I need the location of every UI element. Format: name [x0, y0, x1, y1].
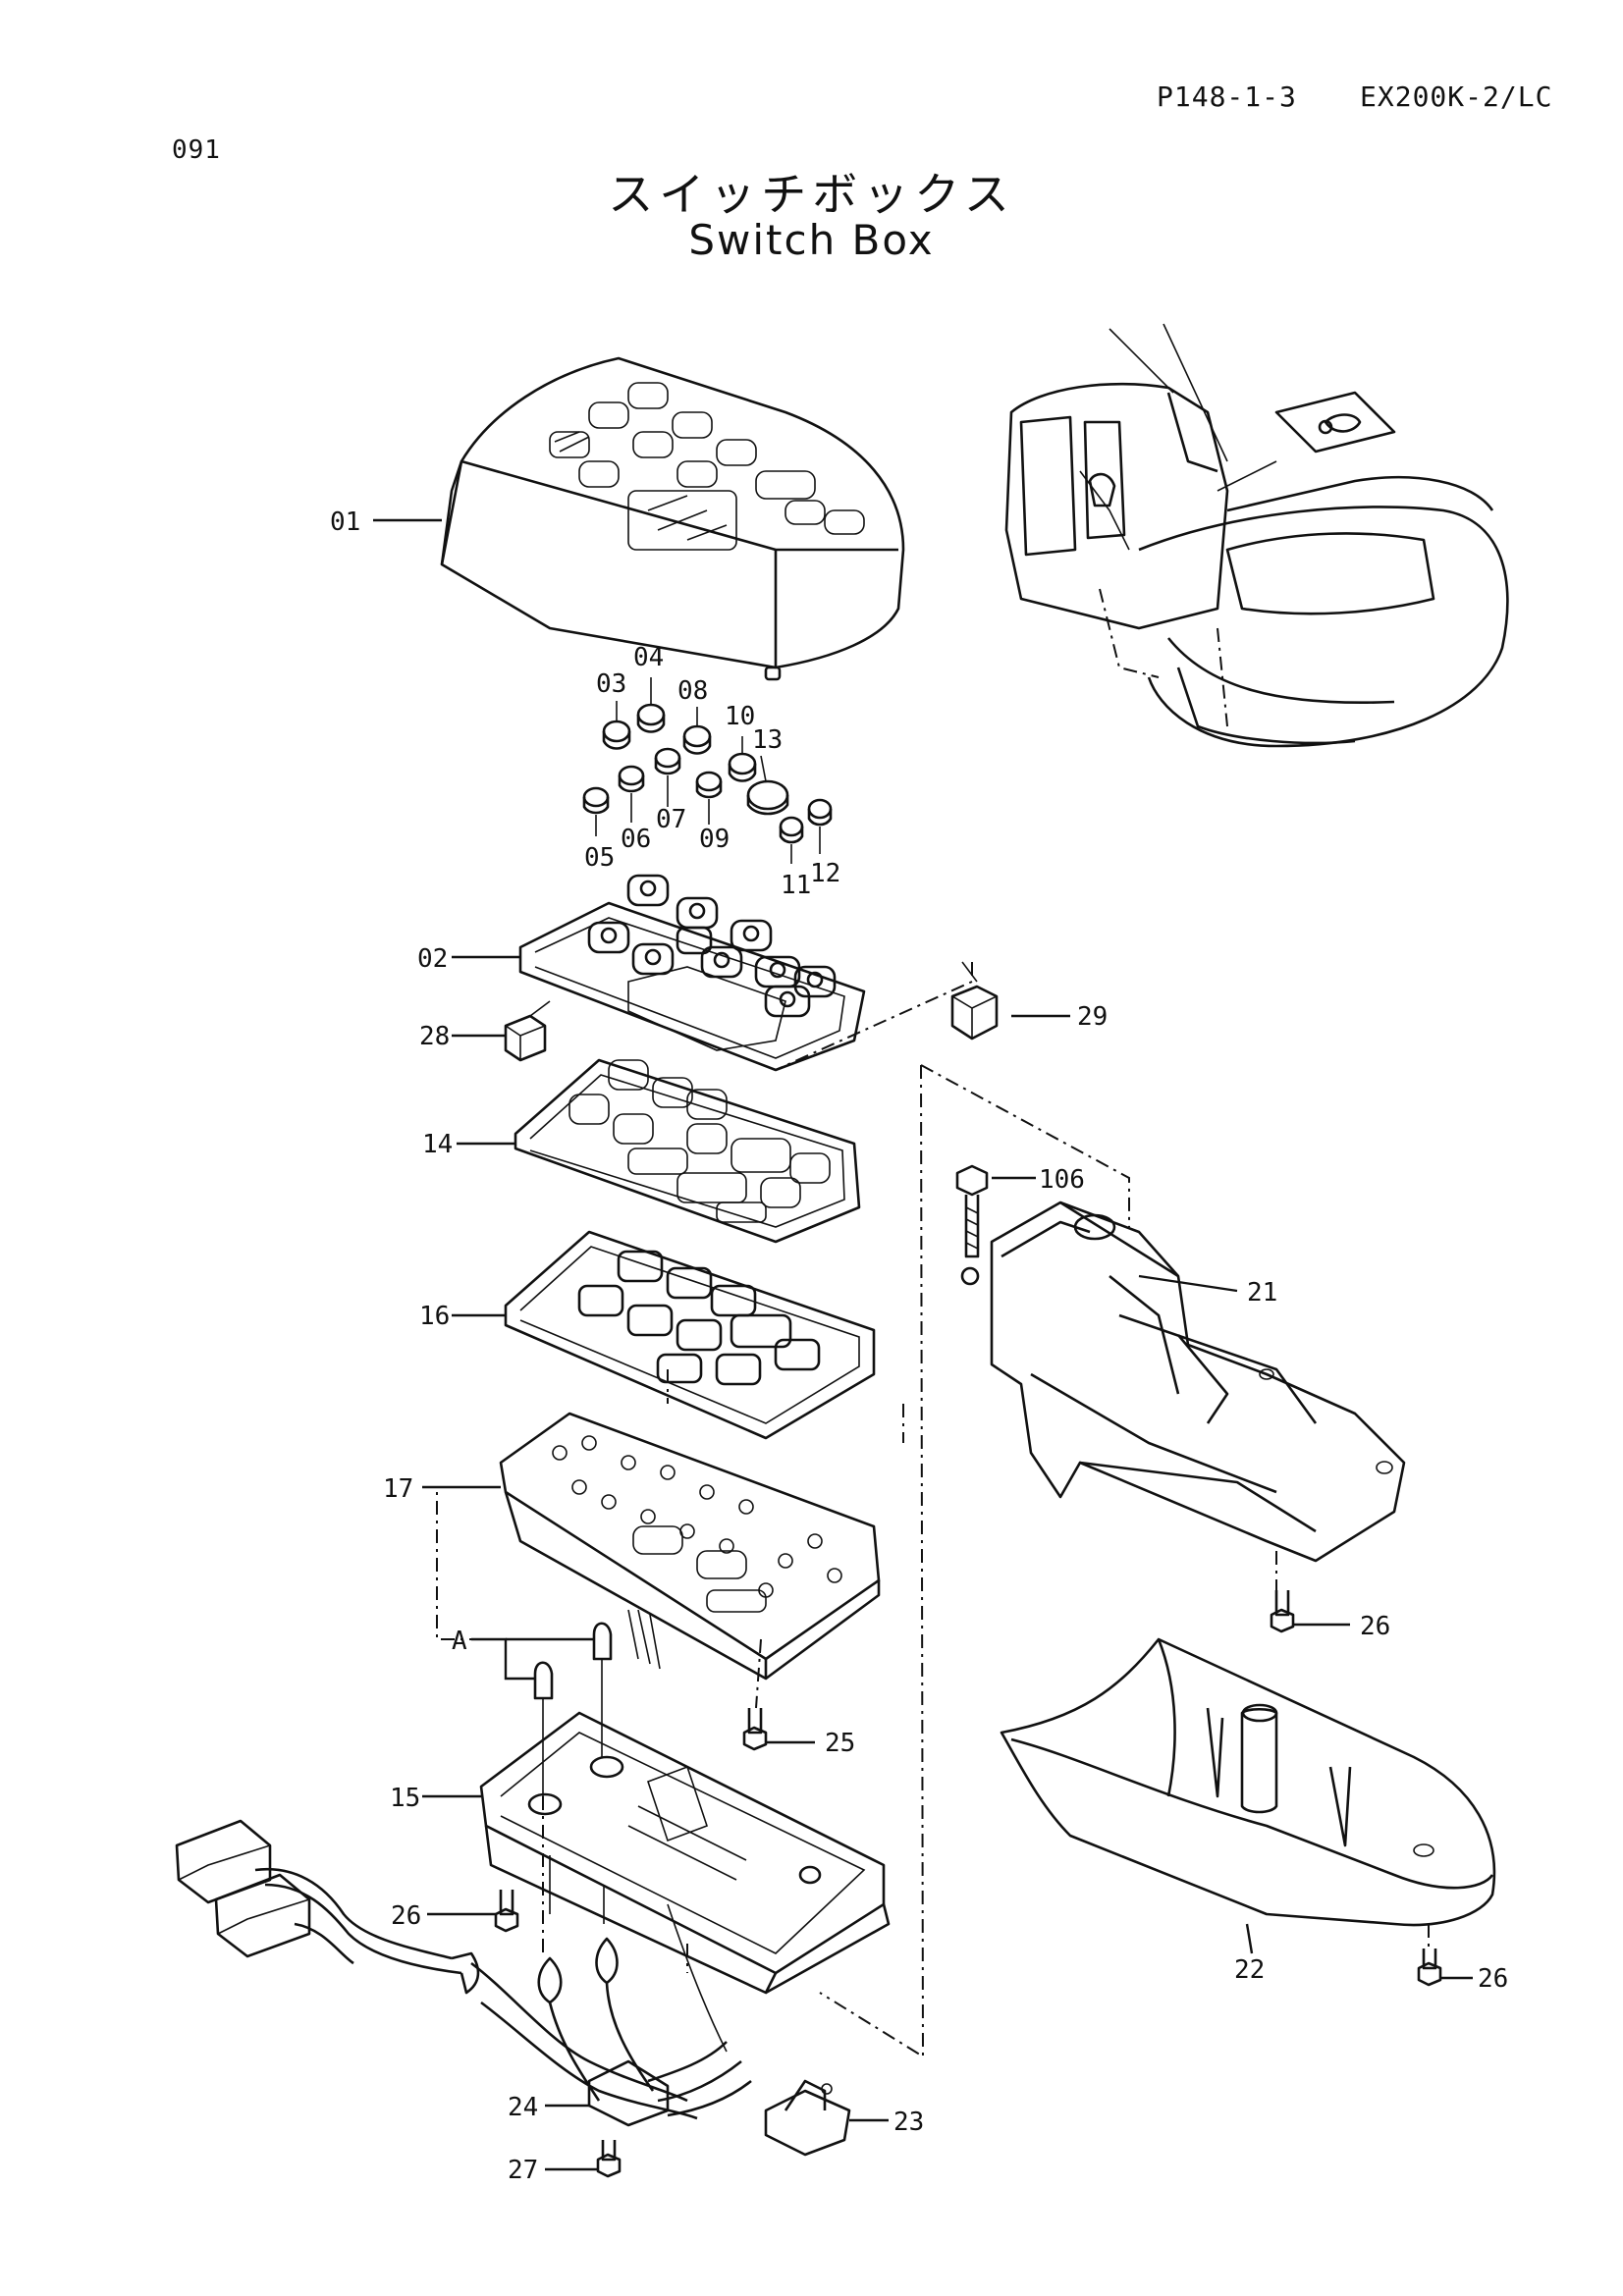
- model-name: EX200K-2/LC: [1360, 80, 1553, 113]
- page-number: 091: [172, 135, 221, 165]
- callout-08: 08: [677, 676, 708, 706]
- callout-21: 21: [1247, 1278, 1277, 1308]
- part-28-cap: [504, 1000, 551, 1062]
- callout-106: 106: [1039, 1165, 1085, 1195]
- part-21-bracket: [960, 1201, 1406, 1563]
- screw-26-left: [494, 1890, 519, 1933]
- callout-a: A: [452, 1627, 467, 1656]
- callout-17: 17: [383, 1474, 413, 1504]
- callout-23: 23: [893, 2108, 924, 2137]
- callout-26-bracket: 26: [1360, 1612, 1390, 1641]
- callout-29: 29: [1077, 1002, 1108, 1032]
- bulbs-a: [533, 1622, 613, 1796]
- screw-26-cover: [1417, 1949, 1442, 1987]
- callout-15: 15: [390, 1784, 420, 1813]
- switch-knobs-group: [582, 677, 833, 864]
- callout-05: 05: [584, 843, 615, 873]
- part-23-grommet: [764, 2079, 851, 2157]
- page-reference: P148-1-3: [1157, 80, 1297, 113]
- part-16-switch-membrane: [504, 1230, 876, 1440]
- callout-25: 25: [825, 1729, 855, 1758]
- callout-11: 11: [781, 871, 811, 900]
- callout-14: 14: [422, 1130, 453, 1159]
- callout-07: 07: [656, 805, 686, 834]
- callout-04: 04: [633, 643, 664, 672]
- callout-26-cover: 26: [1478, 1964, 1508, 1994]
- part-14-gasket-plate: [514, 1058, 861, 1244]
- callout-28: 28: [419, 1022, 450, 1051]
- callout-12: 12: [810, 859, 840, 888]
- wire-harness: [175, 1819, 752, 2127]
- callout-03: 03: [596, 669, 626, 699]
- part-15-lower-case: [479, 1711, 891, 1995]
- callout-24: 24: [508, 2093, 538, 2122]
- excavator-location-view: [1004, 323, 1509, 748]
- callout-13: 13: [752, 725, 783, 755]
- callout-06: 06: [621, 825, 651, 854]
- part-01-top-cover: [440, 356, 905, 681]
- callout-22: 22: [1234, 1955, 1265, 1985]
- part-02-rubber-keypad: [518, 874, 866, 1072]
- screw-25: [742, 1708, 768, 1751]
- screw-106: [955, 1164, 989, 1258]
- callout-27: 27: [508, 2156, 538, 2185]
- callout-02: 02: [417, 944, 448, 974]
- callout-01: 01: [330, 507, 360, 537]
- callout-16: 16: [419, 1302, 450, 1331]
- part-17-circuit-board: [499, 1412, 881, 1681]
- guide-lines: [422, 962, 1430, 2058]
- part-22-lower-cover: [1000, 1637, 1496, 1927]
- screw-27: [596, 2140, 622, 2178]
- leader-lines: [373, 518, 1473, 2171]
- part-29-cap: [950, 961, 999, 1041]
- screw-26-bracket: [1270, 1590, 1295, 1633]
- callout-09: 09: [699, 825, 730, 854]
- title-english: Switch Box: [688, 216, 935, 264]
- title-japanese: スイッチボックス: [608, 168, 1015, 221]
- callout-10: 10: [725, 702, 755, 731]
- callout-26-left: 26: [391, 1901, 421, 1931]
